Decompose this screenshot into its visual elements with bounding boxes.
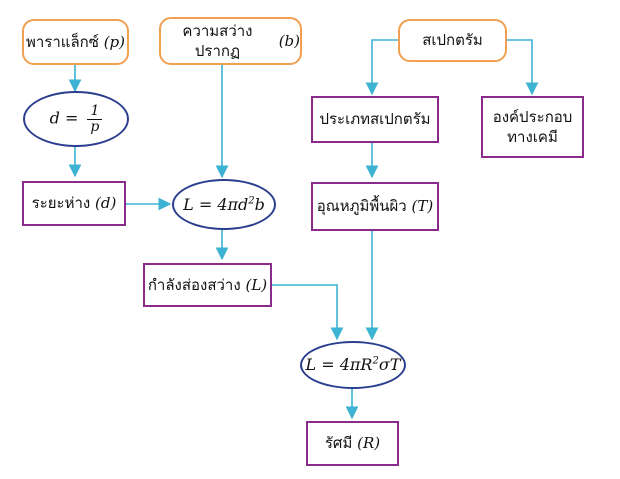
spectrum-label: สเปกตรัม <box>422 31 483 50</box>
parallax-label: พาราแล็กซ์ <box>25 32 99 51</box>
distance-formula-denominator: p <box>90 118 100 135</box>
distance-formula-node: d = 1 p <box>23 91 129 147</box>
distance-formula-numerator: 1 <box>87 104 103 120</box>
distance-label: ระยะห่าง <box>31 194 91 213</box>
distance-formula-fraction: 1 p <box>87 104 103 135</box>
luminosity-symbol: (L) <box>245 275 268 294</box>
radius-label: รัศมี <box>324 434 353 453</box>
arrow-spectrum-to-composition <box>506 39 539 96</box>
apparent-brightness-node: ความสว่างปรากฏ (b) <box>159 17 302 65</box>
luminosity-formula: L = 4πd2b <box>183 194 265 216</box>
spectral-type-label: ประเภทสเปกตรัม <box>319 110 431 129</box>
distance-formula-lhs: d = <box>49 108 79 128</box>
parallax-node: พาราแล็กซ์ (p) <box>22 19 129 65</box>
chemical-composition-node: องค์ประกอบ ทางเคมี <box>481 96 584 158</box>
surface-temperature-node: อุณหภูมิพื้นผิว (T) <box>311 182 439 231</box>
luminosity-formula-main: L = 4πd <box>183 194 249 214</box>
radius-symbol: (R) <box>357 434 381 453</box>
spectral-type-node: ประเภทสเปกตรัม <box>311 96 439 143</box>
radius-node: รัศมี (R) <box>306 421 399 466</box>
distance-node: ระยะห่าง (d) <box>22 181 126 226</box>
arrow-spectrum-to-spectral-type <box>365 39 400 96</box>
luminosity-formula-exponent: 2 <box>248 195 255 207</box>
apparent-brightness-label: ความสว่างปรากฏ <box>182 21 253 60</box>
radius-formula-node: L = 4πR2σT <box>300 341 406 389</box>
luminosity-node: กำลังส่องสว่าง (L) <box>143 263 272 307</box>
distance-symbol: (d) <box>95 194 117 213</box>
radius-formula-main: L = 4πR <box>305 355 373 375</box>
chemical-composition-line2: ทางเคมี <box>507 128 558 146</box>
luminosity-formula-tail: b <box>254 194 265 214</box>
distance-formula: d = 1 p <box>50 104 103 134</box>
surface-temperature-symbol: (T) <box>411 197 434 216</box>
luminosity-formula-node: L = 4πd2b <box>172 179 276 230</box>
chemical-composition-line1: องค์ประกอบ <box>492 107 573 126</box>
arrow-luminosity-to-radius-formula <box>272 284 344 341</box>
spectrum-node: สเปกตรัม <box>398 19 507 62</box>
apparent-brightness-symbol: (b) <box>278 31 300 50</box>
radius-formula: L = 4πR2σT <box>306 354 401 376</box>
radius-formula-tail: σT <box>378 355 401 375</box>
parallax-symbol: (p) <box>103 32 125 51</box>
radius-formula-exponent: 2 <box>372 355 379 367</box>
luminosity-label: กำลังส่องสว่าง <box>147 275 241 294</box>
surface-temperature-label: อุณหภูมิพื้นผิว <box>316 197 407 216</box>
